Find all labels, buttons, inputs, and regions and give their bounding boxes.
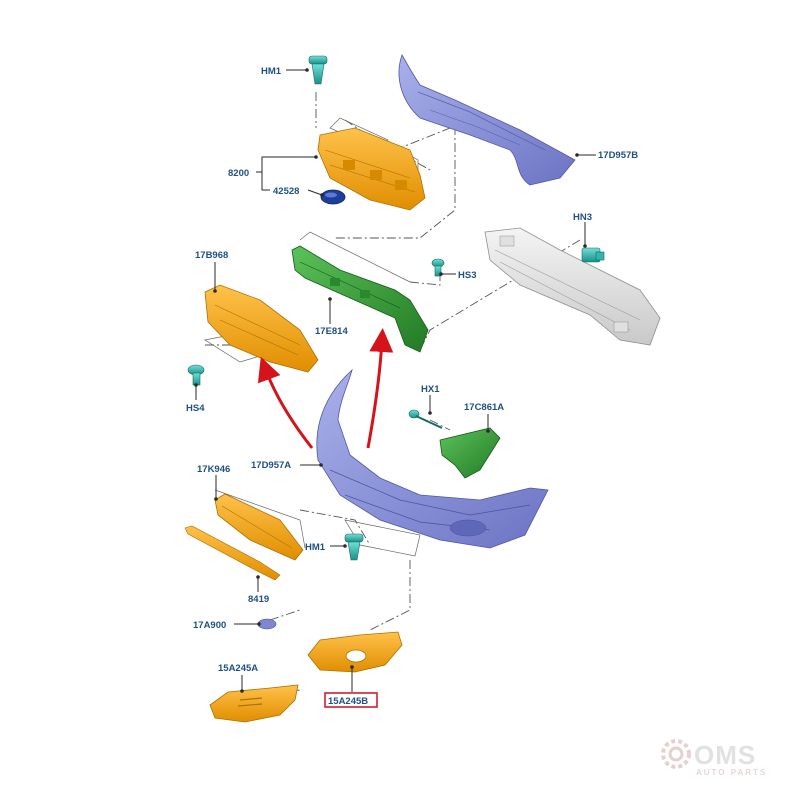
label-hx1[interactable]: HX1 bbox=[421, 384, 440, 395]
label-17d957a[interactable]: 17D957A bbox=[251, 460, 291, 471]
fog-bezel-15a245a[interactable] bbox=[209, 684, 299, 723]
leader-lines bbox=[194, 68, 596, 693]
fastener-hn3[interactable] bbox=[581, 247, 605, 263]
fog-bezel-15a245b[interactable] bbox=[307, 631, 403, 673]
fastener-hs3[interactable] bbox=[431, 258, 445, 277]
label-17e814[interactable]: 17E814 bbox=[315, 326, 348, 337]
watermark-brand: OMS bbox=[694, 740, 756, 770]
watermark-logo: OMS AUTO PARTS bbox=[661, 739, 767, 777]
fastener-hs4[interactable] bbox=[187, 364, 205, 386]
label-hn3[interactable]: HN3 bbox=[573, 212, 592, 223]
label-17c861a[interactable]: 17C861A bbox=[464, 402, 504, 413]
part-labels: HM1 17D957B 8200 42528 HN3 17B968 HS3 17… bbox=[186, 66, 638, 708]
label-42528[interactable]: 42528 bbox=[273, 186, 299, 197]
emblem-42528[interactable] bbox=[320, 189, 346, 205]
grille-17k946[interactable] bbox=[214, 493, 304, 561]
assembly-arrows bbox=[257, 328, 394, 449]
watermark-tagline: AUTO PARTS bbox=[696, 768, 767, 777]
fastener-hm1-bottom[interactable] bbox=[344, 533, 364, 561]
label-hs3[interactable]: HS3 bbox=[458, 270, 476, 281]
bracket-17e814[interactable] bbox=[291, 245, 429, 353]
label-hm1-top[interactable]: HM1 bbox=[261, 66, 282, 77]
label-hm1-bottom[interactable]: HM1 bbox=[305, 542, 326, 553]
label-17a900[interactable]: 17A900 bbox=[193, 620, 226, 631]
bracket-17c861a[interactable] bbox=[439, 427, 501, 479]
absorber-8200[interactable] bbox=[317, 127, 426, 211]
upper-bumper-cover-17d957b[interactable] bbox=[398, 54, 576, 186]
front-bumper-cover-17d957a[interactable] bbox=[316, 368, 549, 549]
label-17k946[interactable]: 17K946 bbox=[197, 464, 230, 475]
gear-icon bbox=[661, 739, 691, 769]
bumper-reinforcement-bar[interactable] bbox=[484, 227, 661, 346]
fastener-hm1-top[interactable] bbox=[308, 55, 328, 85]
highlight-box-15a245b bbox=[324, 692, 378, 708]
label-15a245b[interactable]: 15A245B bbox=[328, 696, 368, 707]
label-17b968[interactable]: 17B968 bbox=[195, 250, 228, 261]
absorber-17b968[interactable] bbox=[204, 284, 319, 373]
label-hs4[interactable]: HS4 bbox=[186, 403, 205, 414]
label-15a245a[interactable]: 15A245A bbox=[218, 663, 258, 674]
label-17d957b[interactable]: 17D957B bbox=[598, 150, 638, 161]
fastener-hx1[interactable] bbox=[408, 409, 443, 429]
label-8419[interactable]: 8419 bbox=[248, 594, 269, 605]
label-8200[interactable]: 8200 bbox=[228, 168, 249, 179]
strip-8419[interactable] bbox=[184, 525, 281, 581]
